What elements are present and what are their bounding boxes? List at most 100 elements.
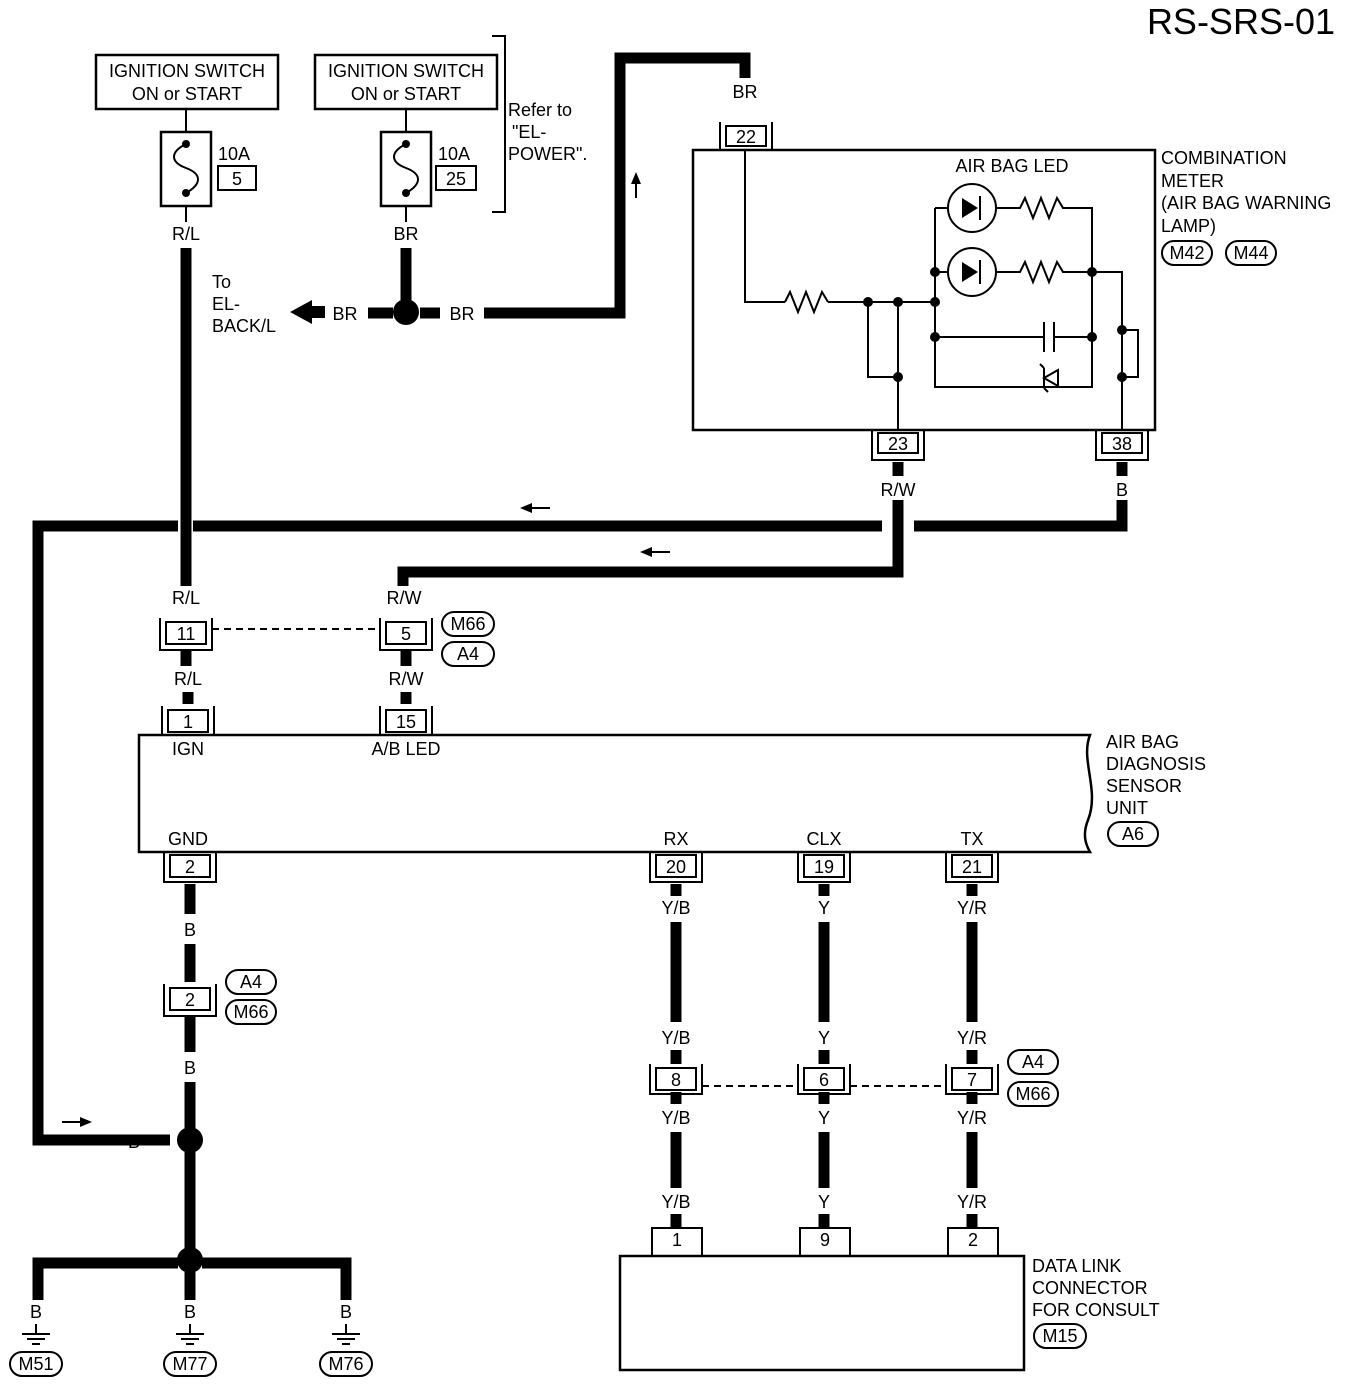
wire-label-yr-2: Y/R — [957, 1028, 987, 1048]
ground-m76: M76 — [319, 1324, 373, 1377]
sensor-lbl-clx: CLX — [806, 829, 841, 849]
wire-label-br-fuse: BR — [393, 224, 418, 244]
wire-label-yb-1: Y/B — [661, 898, 690, 918]
ground-m77: M77 — [163, 1324, 217, 1377]
wire-label-b-meter: B — [1116, 480, 1128, 500]
wire-label-br-left: BR — [332, 304, 357, 324]
fuse-5-rating: 10A — [218, 144, 250, 164]
wire-label-y-3: Y — [818, 1108, 830, 1128]
wire-label-yb-4: Y/B — [661, 1192, 690, 1212]
meter-line1: COMBINATION — [1161, 148, 1287, 168]
arrow-left-icon — [520, 503, 532, 513]
ignition-switch-1-line2: ON or START — [132, 84, 242, 104]
sensor-lbl-led: A/B LED — [371, 739, 440, 759]
meter-conn-m42: M42 — [1169, 243, 1204, 263]
wire-label-yr-1: Y/R — [957, 898, 987, 918]
sensor-lbl-gnd: GND — [168, 829, 208, 849]
data-joint-connector: 8 6 7 A4 M66 — [649, 1049, 1059, 1107]
sensor-line1: AIR BAG — [1106, 732, 1179, 752]
wire-label-yb-2: Y/B — [661, 1028, 690, 1048]
gnd-joint-pin-2: 2 — [185, 990, 195, 1010]
wire-label-yb-3: Y/B — [661, 1108, 690, 1128]
to-back-line2: EL- — [212, 294, 240, 314]
ground-m76-label: M76 — [328, 1354, 363, 1374]
gnd-joint-conn-a4: A4 — [240, 972, 262, 992]
splice-gnd-1 — [177, 1127, 203, 1153]
fuse-25-rating: 10A — [438, 144, 470, 164]
meter-line4: LAMP) — [1161, 216, 1216, 236]
wire-label-rl-sensor: R/L — [174, 669, 202, 689]
dlc-pin-1: 1 — [672, 1230, 682, 1250]
wire-label-b-g3: B — [340, 1302, 352, 1322]
joint-pin-5: 5 — [401, 624, 411, 644]
to-el-back-note: To EL- BACK/L — [212, 272, 276, 336]
data-joint-pin-8: 8 — [671, 1070, 681, 1090]
wire-label-b-gnd1: B — [184, 920, 196, 940]
gnd-joint-conn-m66: M66 — [233, 1002, 268, 1022]
refer-note: Refer to "EL- POWER". — [508, 100, 587, 164]
wire-label-y-4: Y — [818, 1192, 830, 1212]
wire-label-b-gnd2: B — [184, 1058, 196, 1078]
sensor-lbl-ign: IGN — [172, 739, 204, 759]
meter-pin-38: 38 — [1112, 434, 1132, 454]
dlc-line2: CONNECTOR — [1032, 1278, 1148, 1298]
joint-pin-11: 11 — [177, 624, 196, 644]
sensor-line2: DIAGNOSIS — [1106, 754, 1206, 774]
refer-line1: Refer to — [508, 100, 572, 120]
dlc-line1: DATA LINK — [1032, 1256, 1121, 1276]
dlc-line3: FOR CONSULT — [1032, 1300, 1160, 1320]
wire-label-rl-joint: R/L — [172, 588, 200, 608]
joint-connector: 11 5 M66 A4 — [159, 611, 495, 667]
dlc-pin-9: 9 — [820, 1230, 830, 1250]
data-joint-conn-a4: A4 — [1022, 1052, 1044, 1072]
air-bag-sensor-unit: 1 IGN 15 A/B LED GND 2 RX 20 CLX 19 TX 2… — [137, 706, 1094, 883]
ignition-switch-1: IGNITION SWITCH ON or START — [94, 53, 280, 111]
data-link-connector: 1 9 2 — [618, 1227, 1026, 1372]
wire-label-y-1: Y — [818, 898, 830, 918]
wire-label-b-return: B — [128, 1132, 140, 1152]
splice-br — [393, 299, 419, 325]
to-back-line1: To — [212, 272, 231, 292]
diagram-title: RS-SRS-01 — [1147, 1, 1335, 42]
wire-label-yr-3: Y/R — [957, 1108, 987, 1128]
arrow-to-back-icon — [290, 300, 325, 324]
fuse-25-number: 25 — [446, 169, 466, 189]
air-bag-led-label: AIR BAG LED — [955, 156, 1068, 176]
arrow-left-icon-2 — [640, 547, 652, 557]
sensor-pin-2: 2 — [185, 857, 195, 877]
fuse-25: 10A 25 — [379, 130, 477, 208]
sensor-pin-20: 20 — [666, 857, 686, 877]
data-joint-conn-m66: M66 — [1015, 1084, 1050, 1104]
gnd-joint-connector: 2 A4 M66 — [163, 969, 277, 1025]
wire-label-rw-meter: R/W — [881, 480, 916, 500]
sensor-label: AIR BAG DIAGNOSIS SENSOR UNIT A6 — [1106, 732, 1206, 847]
dlc-label: DATA LINK CONNECTOR FOR CONSULT M15 — [1032, 1256, 1160, 1349]
meter-pin-23: 23 — [888, 434, 908, 454]
sensor-pin-21: 21 — [962, 857, 982, 877]
arrow-up-icon — [631, 172, 641, 184]
to-back-line3: BACK/L — [212, 316, 276, 336]
combination-meter: 22 — [691, 122, 1157, 461]
joint-conn-a4: A4 — [457, 644, 479, 664]
data-joint-pin-6: 6 — [819, 1070, 829, 1090]
arrow-right-icon — [80, 1117, 92, 1127]
wire-label-rw-sensor: R/W — [389, 669, 424, 689]
sensor-conn-a6: A6 — [1122, 824, 1144, 844]
sensor-line4: UNIT — [1106, 798, 1148, 818]
sensor-lbl-rx: RX — [663, 829, 688, 849]
wire-label-b-g2: B — [184, 1302, 196, 1322]
sensor-pin-1: 1 — [183, 712, 193, 732]
meter-line3: (AIR BAG WARNING — [1161, 193, 1331, 213]
fuse-5-number: 5 — [232, 169, 242, 189]
ground-m51-label: M51 — [18, 1354, 53, 1374]
ignition-switch-2-line1: IGNITION SWITCH — [328, 61, 484, 81]
meter-conn-m44: M44 — [1233, 243, 1268, 263]
ignition-switch-1-line1: IGNITION SWITCH — [109, 61, 265, 81]
sensor-pin-15: 15 — [396, 712, 416, 732]
refer-line3: POWER". — [508, 144, 587, 164]
meter-label: COMBINATION METER (AIR BAG WARNING LAMP)… — [1161, 148, 1331, 266]
wire-label-yr-4: Y/R — [957, 1192, 987, 1212]
dlc-conn-m15: M15 — [1042, 1326, 1077, 1346]
wire-label-rl-top: R/L — [172, 224, 200, 244]
wire-label-br-right: BR — [449, 304, 474, 324]
